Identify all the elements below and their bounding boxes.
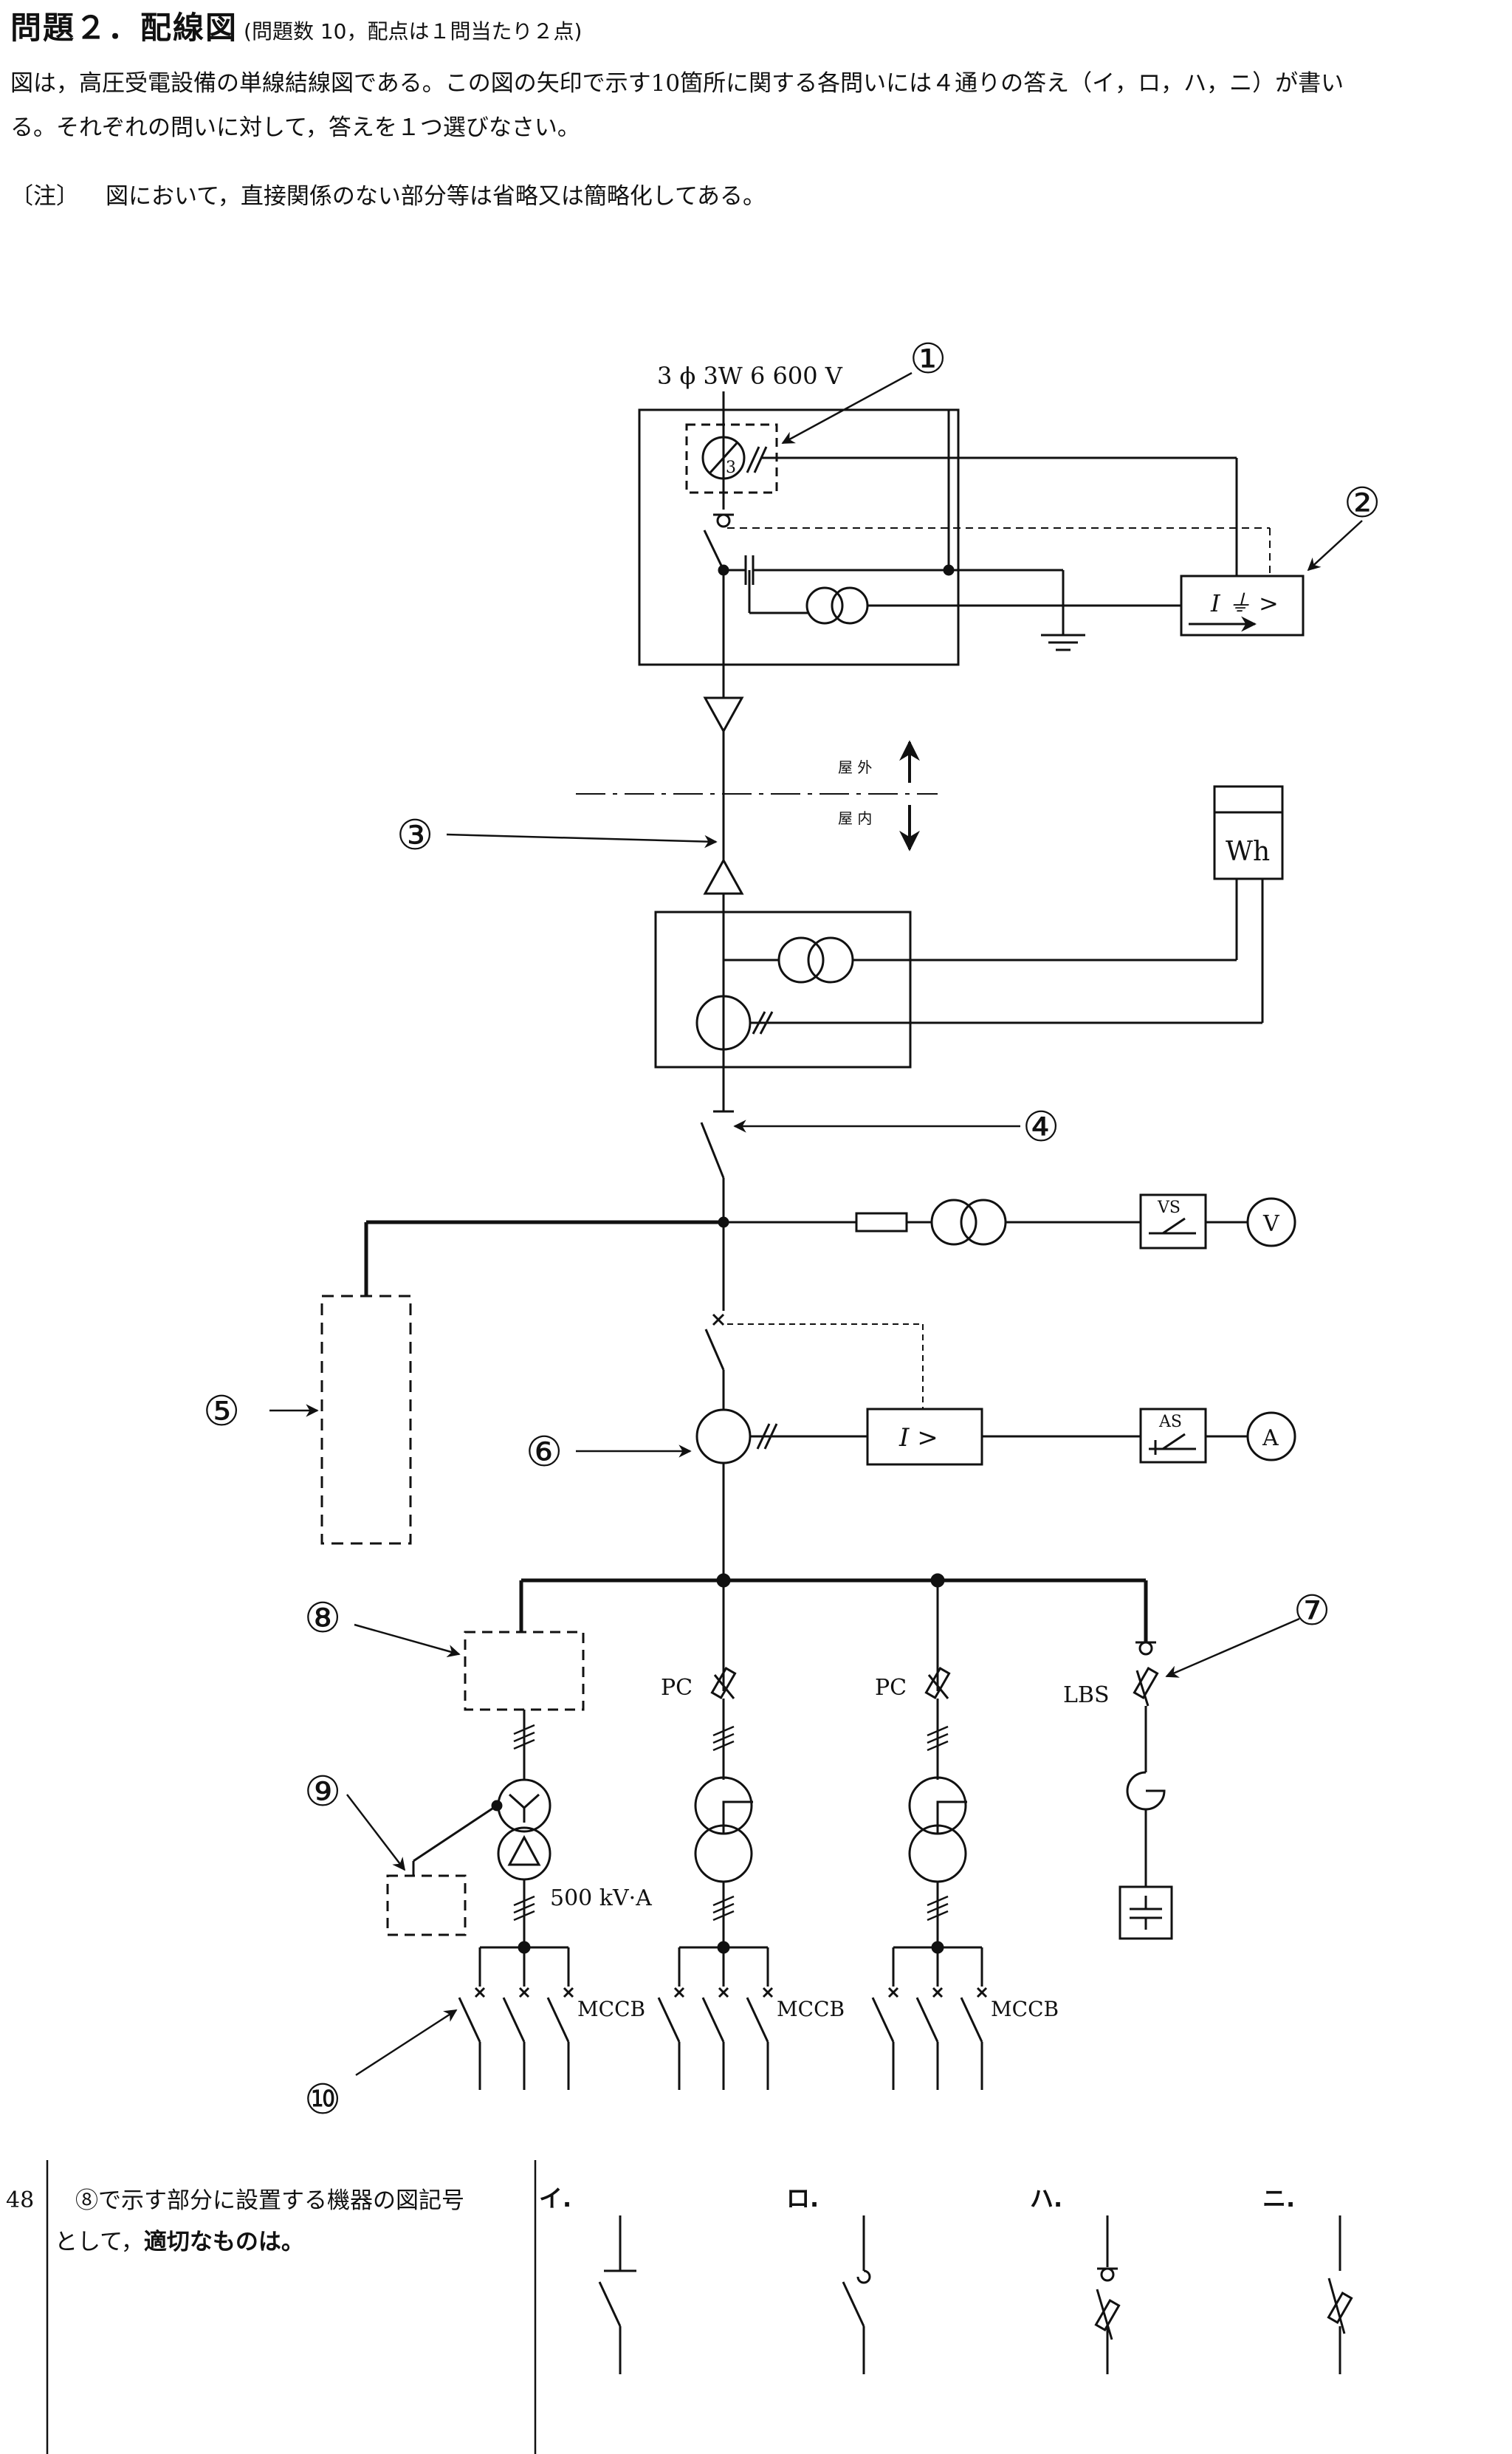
voltmeter	[1246, 1197, 1296, 1247]
single-phase-tr-1-primary	[694, 1776, 753, 1835]
dashed-box-8	[464, 1631, 585, 1711]
supply-label: 3 ϕ 3W 6 600 V	[657, 362, 843, 390]
ground-relay-box	[1180, 575, 1305, 637]
option-ha-label[interactable]: ハ.	[1030, 2184, 1063, 2213]
series-reactor-symbol	[1126, 1771, 1166, 1811]
as-label: AS	[1158, 1413, 1182, 1431]
option-ha-symbol	[1094, 2215, 1121, 2374]
capacitor-box	[1118, 1885, 1173, 1940]
marker-8: ⑧	[304, 1594, 341, 1642]
mccb-label-3: MCCB	[991, 1997, 1059, 2021]
mccb-group-2	[657, 1941, 774, 2090]
intro-line-1: 図は，高圧受電設備の単線結線図である。この図の矢印で示す10箇所に関する各問いに…	[10, 70, 1344, 97]
outdoor-label: 屋 外	[838, 758, 872, 776]
marker-5: ⑤	[203, 1388, 240, 1436]
ground-relay-label: I ⏚ >	[1210, 589, 1279, 617]
lbs-contact	[1138, 1641, 1153, 1656]
circuit-breaker-blade	[704, 1329, 725, 1371]
transformer-capacity-label: 500 kV·A	[550, 1885, 652, 1911]
question-text-line-1: ⑧で示す部分に設置する機器の図記号	[75, 2187, 464, 2214]
note: 〔注〕図において，直接関係のない部分等は省略又は簡略化してある。	[10, 177, 766, 210]
disconnector-blade	[700, 1122, 725, 1179]
transformer-primary-coil	[497, 1778, 551, 1833]
vt-branch-coil-1	[930, 1199, 977, 1246]
ammeter-label: A	[1262, 1425, 1279, 1451]
vct-vt-coil-1	[777, 936, 825, 984]
wye-symbol	[508, 1793, 540, 1823]
ct-symbol	[695, 1408, 752, 1464]
vct-vt-coil-2	[807, 936, 854, 984]
single-phase-tr-2-primary	[908, 1776, 967, 1835]
wh-meter-box	[1213, 785, 1284, 880]
voltmeter-label: V	[1262, 1211, 1280, 1237]
mccb-label-1: MCCB	[577, 1997, 645, 2021]
outdoor-switchgear-box	[638, 408, 960, 666]
note-text: 図において，直接関係のない部分等は省略又は簡略化してある。	[106, 183, 766, 210]
option-ni-symbol	[1327, 2215, 1353, 2374]
pas-contact	[716, 513, 731, 528]
pas-blade	[703, 529, 725, 571]
option-ni-label[interactable]: ニ.	[1262, 2184, 1296, 2213]
vct-box	[654, 911, 912, 1069]
marker-10: ⑩	[304, 2076, 341, 2124]
zct-count: 3	[726, 459, 736, 477]
marker-1: ①	[910, 335, 946, 383]
zct-symbol	[701, 436, 746, 480]
vt-fuse	[855, 1212, 908, 1233]
vt-coil-2	[831, 586, 869, 625]
intro-line-2: る。それぞれの問いに対して，答えを１つ選びなさい。	[10, 114, 580, 141]
vt-coil-1	[805, 586, 844, 625]
lbs-label: LBS	[1063, 1682, 1110, 1708]
mccb-group-1	[458, 1941, 574, 2090]
wh-meter-label: Wh	[1226, 837, 1270, 867]
option-ro-label[interactable]: ロ.	[786, 2184, 819, 2213]
marker-6: ⑥	[526, 1428, 563, 1476]
note-tag: 〔注〕	[10, 183, 79, 210]
dashed-box-9	[386, 1874, 467, 1936]
marker-4: ④	[1023, 1103, 1059, 1151]
pc-label-2: PC	[875, 1675, 907, 1701]
marker-3: ③	[396, 812, 433, 860]
option-ro-symbol	[842, 2215, 871, 2374]
marker-2: ②	[1344, 479, 1381, 527]
cable-head-indoor	[703, 857, 744, 895]
mccb-label-2: MCCB	[777, 1997, 845, 2021]
indoor-label: 屋 内	[838, 809, 872, 827]
marker-9: ⑨	[304, 1768, 341, 1816]
vs-label: VS	[1157, 1199, 1181, 1217]
problem-title-main: 問題２．配線図	[10, 10, 238, 46]
problem-title-sub: (問題数 10，配点は１問当たり２点)	[244, 19, 583, 44]
dashed-box-5	[320, 1295, 412, 1545]
ammeter	[1246, 1411, 1296, 1461]
question-text: ⑧で示す部分に設置する機器の図記号 として，適切なものは。	[55, 2180, 527, 2263]
mccb-group-3	[871, 1941, 988, 2090]
marker-7: ⑦	[1293, 1587, 1330, 1635]
vt-branch-coil-2	[960, 1199, 1007, 1246]
option-i-label[interactable]: イ.	[539, 2184, 572, 2213]
pc-label-1: PC	[661, 1675, 693, 1701]
ocr-label: I >	[898, 1423, 938, 1453]
question-text-line-2a: として，	[55, 2229, 144, 2255]
question-text-line-2b: 適切なものは。	[143, 2229, 304, 2255]
delta-symbol	[507, 1834, 541, 1866]
problem-title: 問題２．配線図(問題数 10，配点は１問当たり２点)	[10, 3, 582, 48]
lbs-fuse	[1133, 1666, 1159, 1700]
option-i-symbol	[598, 2215, 636, 2374]
question-number: 48	[6, 2187, 35, 2213]
cable-head-outdoor	[703, 696, 744, 734]
